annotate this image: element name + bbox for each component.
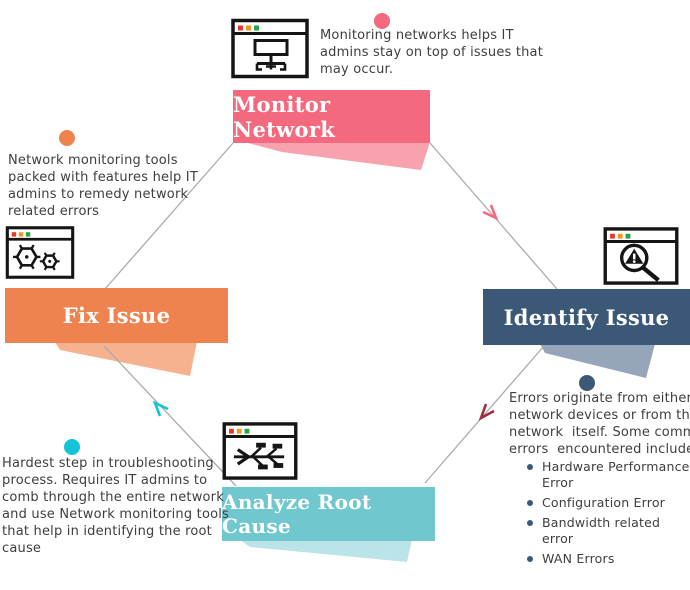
identify-issue-title: Identify Issue xyxy=(503,304,670,330)
bullet-dot-icon xyxy=(527,500,533,506)
analyze-root-cause-banner: Analyze Root Cause xyxy=(222,487,435,541)
fix-ribbon-fold xyxy=(55,342,197,376)
arrow-up-left-icon xyxy=(152,400,169,417)
connector-identify-to-analyze xyxy=(424,345,545,484)
fix-description: Network monitoring tools packed with fea… xyxy=(8,153,198,219)
list-item: WAN Errors xyxy=(527,551,690,567)
gears-browser-icon xyxy=(4,226,76,279)
identify-issue-banner: Identify Issue xyxy=(483,289,690,345)
fix-accent-dot xyxy=(59,130,75,146)
bullet-label: WAN Errors xyxy=(542,551,615,566)
analyze-ribbon-fold xyxy=(240,540,412,562)
bullet-label: Configuration Error xyxy=(542,495,666,510)
fix-issue-title: Fix Issue xyxy=(62,303,171,328)
bullet-label: Bandwidth related error xyxy=(542,515,661,546)
fix-issue-banner: Fix Issue xyxy=(5,288,228,343)
list-item: Configuration Error xyxy=(527,495,690,511)
bullet-dot-icon xyxy=(527,520,533,526)
analyze-accent-dot xyxy=(64,439,80,455)
monitor-ribbon-fold xyxy=(244,142,430,170)
fishbone-browser-icon xyxy=(221,422,299,480)
identify-ribbon-fold xyxy=(540,344,655,378)
connector-analyze-to-fix xyxy=(103,345,237,487)
monitor-network-title: Monitor Network xyxy=(233,91,336,142)
bullet-dot-icon xyxy=(527,464,533,470)
monitor-accent-dot xyxy=(374,13,390,29)
identify-accent-dot xyxy=(579,375,595,391)
list-item: Bandwidth related error xyxy=(527,515,690,547)
analyze-root-cause-title: Analyze Root Cause xyxy=(222,490,372,538)
sitemap-browser-icon xyxy=(231,17,309,80)
common-errors-list: Hardware Performance Error Configuration… xyxy=(527,459,690,571)
bullet-label: Hardware Performance Error xyxy=(542,459,690,490)
monitor-description: Monitoring networks helps IT admins stay… xyxy=(320,28,544,77)
arrow-down-right-icon xyxy=(482,204,499,221)
arrow-down-left-icon xyxy=(478,403,495,421)
bullet-dot-icon xyxy=(527,556,533,562)
search-warning-browser-icon xyxy=(602,227,680,285)
analyze-description: Hardest step in troubleshooting process.… xyxy=(2,456,230,556)
list-item: Hardware Performance Error xyxy=(527,459,690,491)
connector-fix-to-monitor xyxy=(104,142,234,290)
identify-description: Errors originate from either the network… xyxy=(509,391,690,457)
monitor-network-banner: Monitor Network xyxy=(233,90,430,143)
